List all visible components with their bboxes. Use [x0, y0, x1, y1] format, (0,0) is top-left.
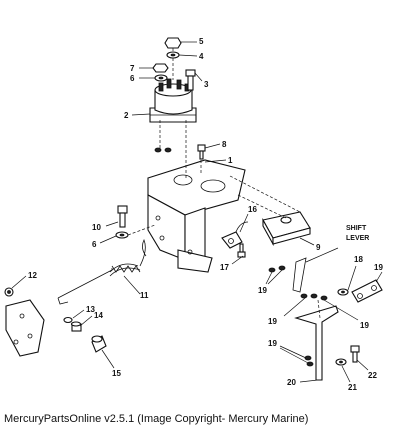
callout-18: 18: [354, 255, 363, 264]
callout-13: 13: [86, 305, 95, 314]
callout-19-mid-left: 19: [268, 317, 277, 326]
callout-10: 10: [92, 223, 101, 232]
callout-6-left: 6: [92, 240, 97, 249]
callout-11: 11: [140, 291, 149, 300]
callout-21: 21: [348, 383, 357, 392]
washer-6-left: [115, 224, 156, 239]
washers-19-upper: [268, 265, 286, 273]
spring-11: [57, 239, 147, 305]
washer-18: [337, 288, 349, 296]
callout-16: 16: [248, 205, 257, 214]
pin-15: [91, 335, 107, 353]
mounting-bracket: [147, 159, 246, 273]
shift-lever-label-line1: SHIFT: [346, 225, 367, 232]
plate-12: [5, 299, 45, 357]
solenoid: [149, 78, 197, 123]
callout-5: 5: [199, 37, 204, 46]
callout-9: 9: [316, 243, 321, 252]
callout-6-top: 6: [130, 74, 135, 83]
callout-4: 4: [199, 52, 204, 61]
screw-22: [350, 345, 360, 363]
clip-16: [221, 221, 249, 249]
shift-lever: [292, 247, 339, 293]
nut-7: [152, 63, 169, 73]
washers-19-mid: [300, 293, 328, 301]
callout-19-upper: 19: [258, 286, 267, 295]
image-copyright-footer: MercuryPartsOnline v2.5.1 (Image Copyrig…: [4, 413, 309, 425]
washer-13: [63, 316, 73, 324]
washer-6: [154, 74, 168, 82]
washer-top-left: [154, 120, 187, 178]
callout-8: 8: [222, 140, 227, 149]
callout-2: 2: [124, 111, 129, 120]
screw-10: [117, 205, 128, 228]
callout-19-mid-right: 19: [360, 321, 369, 330]
link-19-right: [351, 279, 383, 303]
shift-lever-label-line2: LEVER: [346, 235, 369, 242]
screw-17: [237, 243, 246, 258]
callout-20: 20: [287, 378, 296, 387]
nut-5: [164, 37, 182, 80]
callout-15: 15: [112, 369, 121, 378]
callout-1: 1: [228, 156, 233, 165]
washer-21: [335, 358, 347, 366]
nut-12: [4, 287, 14, 297]
callout-14: 14: [94, 311, 103, 320]
washers-19-lower: [304, 355, 314, 367]
callout-19-right: 19: [374, 263, 383, 272]
lever-20: [294, 299, 339, 381]
bushing-14: [70, 321, 82, 332]
callout-19-lower: 19: [268, 339, 277, 348]
washer-4: [166, 51, 180, 59]
switch-9: [229, 175, 311, 247]
leader-lines: [11, 41, 383, 383]
callout-17: 17: [220, 263, 229, 272]
callout-12: 12: [28, 271, 37, 280]
callout-3: 3: [204, 80, 209, 89]
callout-7: 7: [130, 64, 135, 73]
callout-22: 22: [368, 371, 377, 380]
